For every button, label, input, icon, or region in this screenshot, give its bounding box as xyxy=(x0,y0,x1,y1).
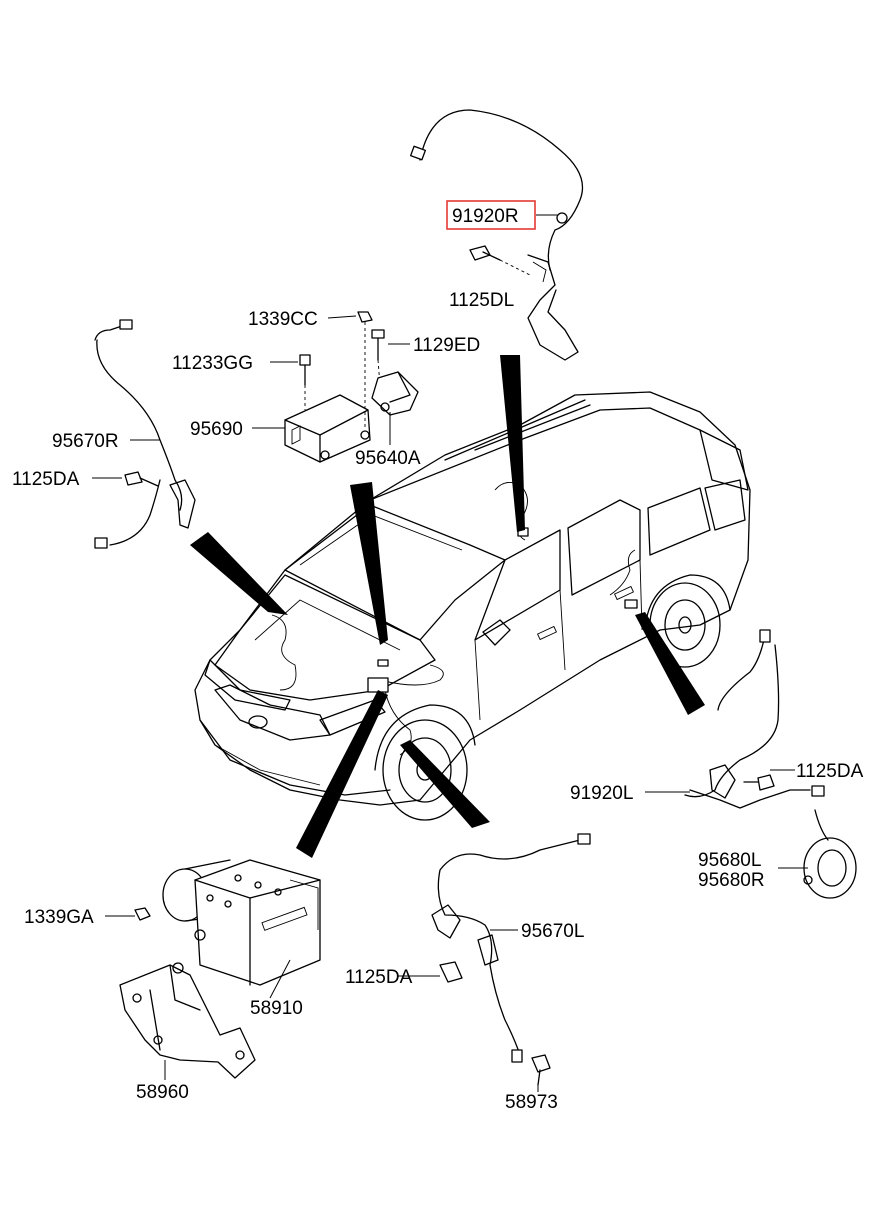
harness-91920R xyxy=(410,109,584,361)
harness-95670L xyxy=(431,833,591,1086)
label-58973[interactable]: 58973 xyxy=(505,1092,558,1113)
label-1125DA-left[interactable]: 1125DA xyxy=(12,469,80,490)
label-91920R[interactable]: 91920R xyxy=(452,206,519,227)
label-95640A[interactable]: 95640A xyxy=(355,448,421,469)
module-95690 xyxy=(284,311,419,463)
label-1339CC[interactable]: 1339CC xyxy=(248,309,318,330)
label-1339GA[interactable]: 1339GA xyxy=(24,907,94,928)
location-pointers xyxy=(190,355,705,858)
label-1129ED[interactable]: 1129ED xyxy=(413,335,480,356)
label-95670R[interactable]: 95670R xyxy=(52,431,119,452)
label-1125DA-bottom[interactable]: 1125DA xyxy=(345,967,413,988)
label-11233GG[interactable]: 11233GG xyxy=(172,353,253,374)
highlight-box-91920R xyxy=(446,200,536,230)
hecu-58910 xyxy=(134,859,321,986)
label-58960[interactable]: 58960 xyxy=(136,1082,189,1103)
leader-lines xyxy=(92,214,808,1092)
label-95690[interactable]: 95690 xyxy=(190,419,243,440)
label-58910[interactable]: 58910 xyxy=(250,998,303,1019)
harness-91920L xyxy=(684,629,857,899)
label-95670L[interactable]: 95670L xyxy=(521,921,584,942)
bracket-58960 xyxy=(119,962,256,1079)
label-91920L[interactable]: 91920L xyxy=(570,783,633,804)
label-95680R[interactable]: 95680R xyxy=(698,870,765,891)
label-95680L[interactable]: 95680L xyxy=(698,850,761,871)
label-1125DA-right[interactable]: 1125DA xyxy=(796,761,864,782)
label-1125DL[interactable]: 1125DL xyxy=(449,290,514,311)
part-labels: 91920R 1125DL 1339CC 1129ED 11233GG 9569… xyxy=(12,200,864,1113)
